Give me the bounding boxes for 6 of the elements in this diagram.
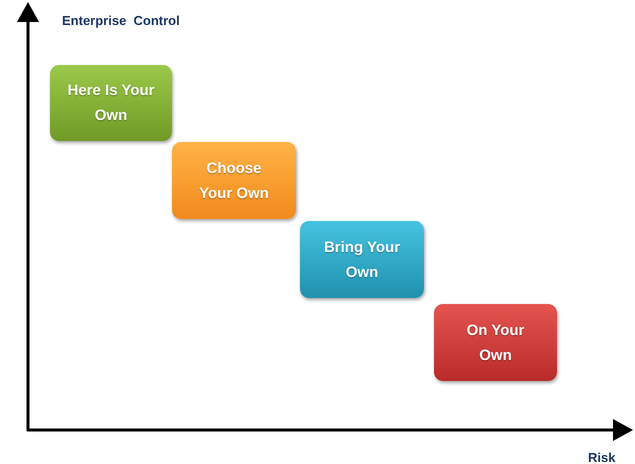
stage-box: Choose Your Own [172, 142, 296, 219]
stage-box: Here Is Your Own [50, 65, 172, 141]
axis-label: Risk [588, 450, 616, 464]
stage-box: Bring Your Own [300, 221, 424, 298]
stage-box: On Your Own [434, 304, 557, 381]
axis-label: Enterprise Control [62, 13, 180, 28]
